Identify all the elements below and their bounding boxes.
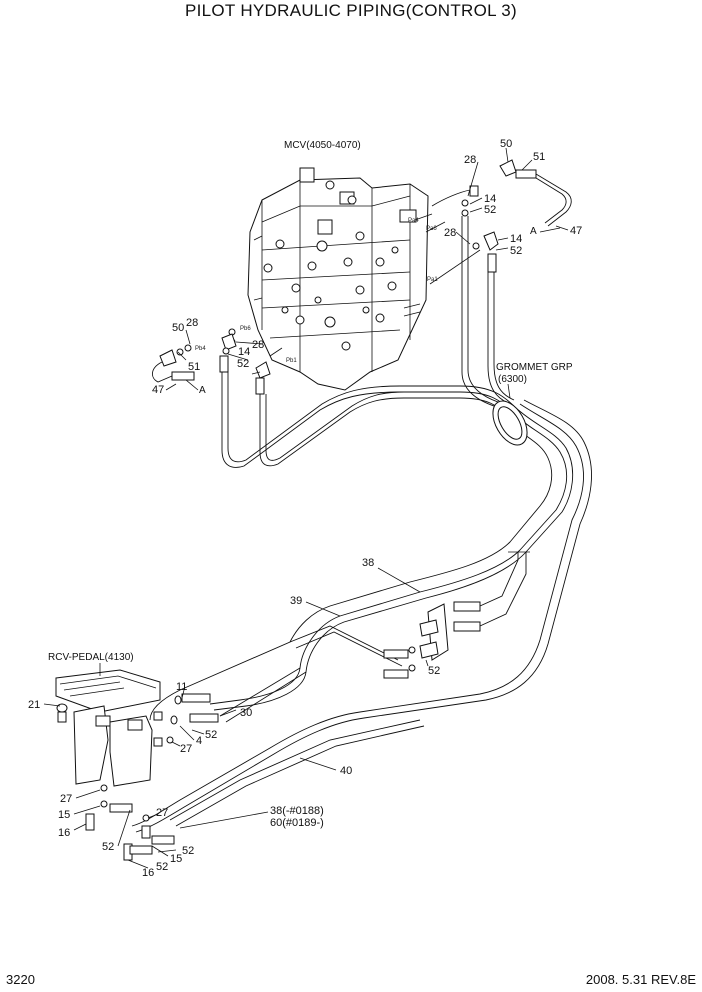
pedal-fittings bbox=[85, 693, 219, 861]
callout-27-c: 27 bbox=[156, 807, 168, 819]
grommet-caption-2: (6300) bbox=[498, 374, 527, 385]
callout-52-valve: 52 bbox=[428, 665, 440, 677]
page-number: 3220 bbox=[6, 972, 35, 987]
callout-52-c: 52 bbox=[102, 841, 114, 853]
callout-51-top: 51 bbox=[533, 151, 545, 163]
callout-4: 4 bbox=[196, 735, 202, 747]
rcv-pedal-caption: RCV-PEDAL(4130) bbox=[48, 652, 134, 663]
callout-50-left: 50 bbox=[172, 322, 184, 334]
revision-label: 2008. 5.31 REV.8E bbox=[586, 972, 696, 987]
callout-14-b: 14 bbox=[510, 233, 522, 245]
grommet bbox=[492, 400, 528, 446]
hose-38-variant-caption: 38(-#0188) bbox=[270, 805, 324, 817]
port-mark-pb4: Pb4 bbox=[195, 346, 206, 352]
match-mark-a-left: A bbox=[199, 385, 206, 396]
rcv-pedal bbox=[55, 669, 163, 787]
callout-27-b: 27 bbox=[60, 793, 72, 805]
callout-52-d: 52 bbox=[182, 845, 194, 857]
diagram-title: PILOT HYDRAULIC PIPING(CONTROL 3) bbox=[185, 1, 517, 20]
port-mark-pb1: Pb1 bbox=[286, 358, 297, 364]
callout-30: 30 bbox=[240, 707, 252, 719]
callout-47-right: 47 bbox=[570, 225, 582, 237]
callout-52-a: 52 bbox=[484, 204, 496, 216]
callout-27-a: 27 bbox=[180, 743, 192, 755]
leader-lines bbox=[43, 147, 569, 869]
main-control-valve bbox=[247, 167, 429, 391]
callout-50-top: 50 bbox=[500, 138, 512, 150]
mcv-caption: MCV(4050-4070) bbox=[284, 140, 361, 151]
callout-38: 38 bbox=[362, 557, 374, 569]
selector-valve bbox=[383, 551, 530, 679]
callout-52-pedal: 52 bbox=[205, 729, 217, 741]
callout-14-center: 14 bbox=[238, 346, 250, 358]
callout-21: 21 bbox=[28, 699, 40, 711]
callout-47-left: 47 bbox=[152, 384, 164, 396]
callout-28-mid: 28 bbox=[444, 227, 456, 239]
callout-15-a: 15 bbox=[58, 809, 70, 821]
callout-52-b: 52 bbox=[510, 245, 522, 257]
pipe-bundle bbox=[131, 216, 592, 833]
callout-28-top: 28 bbox=[464, 154, 476, 166]
callout-39: 39 bbox=[290, 595, 302, 607]
callout-52-center: 52 bbox=[237, 358, 249, 370]
callout-16-b: 16 bbox=[142, 867, 154, 879]
port-mark-pa1: Pa1 bbox=[427, 277, 438, 283]
hose-60-variant-caption: 60(#0189-) bbox=[270, 817, 324, 829]
callout-40: 40 bbox=[340, 765, 352, 777]
callout-52-e: 52 bbox=[156, 861, 168, 873]
callout-51-left: 51 bbox=[188, 361, 200, 373]
callout-28-left: 28 bbox=[186, 317, 198, 329]
port-mark-pb6: Pb6 bbox=[240, 326, 251, 332]
callout-14-a: 14 bbox=[484, 193, 496, 205]
port-mark-pa4: Pa4 bbox=[408, 218, 419, 224]
grommet-caption-1: GROMMET GRP bbox=[496, 362, 573, 373]
callout-28-center: 28 bbox=[252, 339, 264, 351]
callout-11: 11 bbox=[176, 681, 187, 693]
upper-right-fittings bbox=[431, 159, 572, 273]
left-fittings bbox=[152, 328, 271, 395]
match-mark-a-right: A bbox=[530, 226, 537, 237]
callout-15-b: 15 bbox=[170, 853, 182, 865]
callout-16-a: 16 bbox=[58, 827, 70, 839]
